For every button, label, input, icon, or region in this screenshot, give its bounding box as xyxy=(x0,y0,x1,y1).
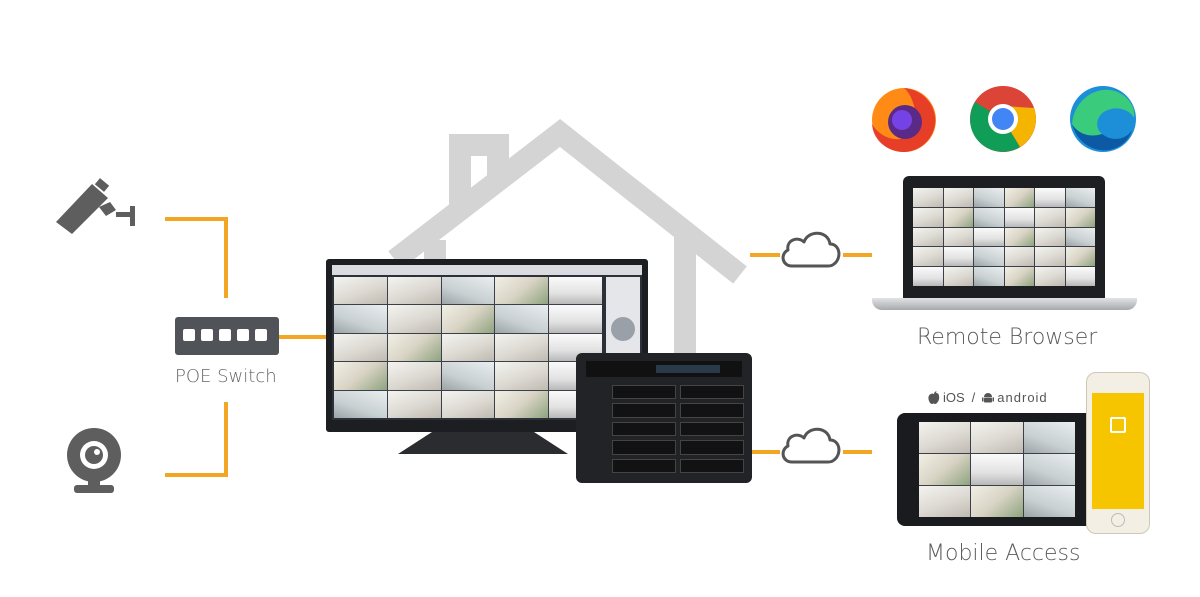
mobile-access-label: Mobile Access xyxy=(926,541,1081,566)
webcam-icon xyxy=(67,428,121,493)
android-icon xyxy=(982,392,995,402)
nas-device xyxy=(576,353,752,483)
phone xyxy=(1086,372,1150,534)
ios-label: iOS xyxy=(943,390,965,405)
laptop-base xyxy=(872,298,1137,310)
cloud-icon xyxy=(781,427,841,464)
chrome-logo xyxy=(970,86,1036,152)
apple-icon xyxy=(928,390,940,404)
tablet xyxy=(897,413,1097,526)
surveillance-grid xyxy=(334,277,602,418)
poe-switch-label: POE Switch xyxy=(175,366,277,387)
poe-switch-icon xyxy=(175,317,279,355)
remote-browser-label: Remote Browser xyxy=(917,325,1098,350)
laptop xyxy=(903,176,1105,300)
phone-screen xyxy=(1092,393,1144,509)
android-label: android xyxy=(997,390,1048,405)
security-camera-icon xyxy=(56,178,135,234)
monitor-stand xyxy=(398,432,568,454)
edge-logo xyxy=(1070,86,1136,152)
os-separator: / xyxy=(971,390,976,405)
os-support-line: iOS / android xyxy=(928,390,1048,405)
laptop-screen xyxy=(913,188,1095,286)
webcam-to-switch-line xyxy=(165,402,228,477)
cloud-icon xyxy=(781,231,841,268)
firefox-logo xyxy=(872,88,936,152)
tablet-screen xyxy=(919,422,1075,517)
camera-to-switch-line xyxy=(165,217,228,298)
